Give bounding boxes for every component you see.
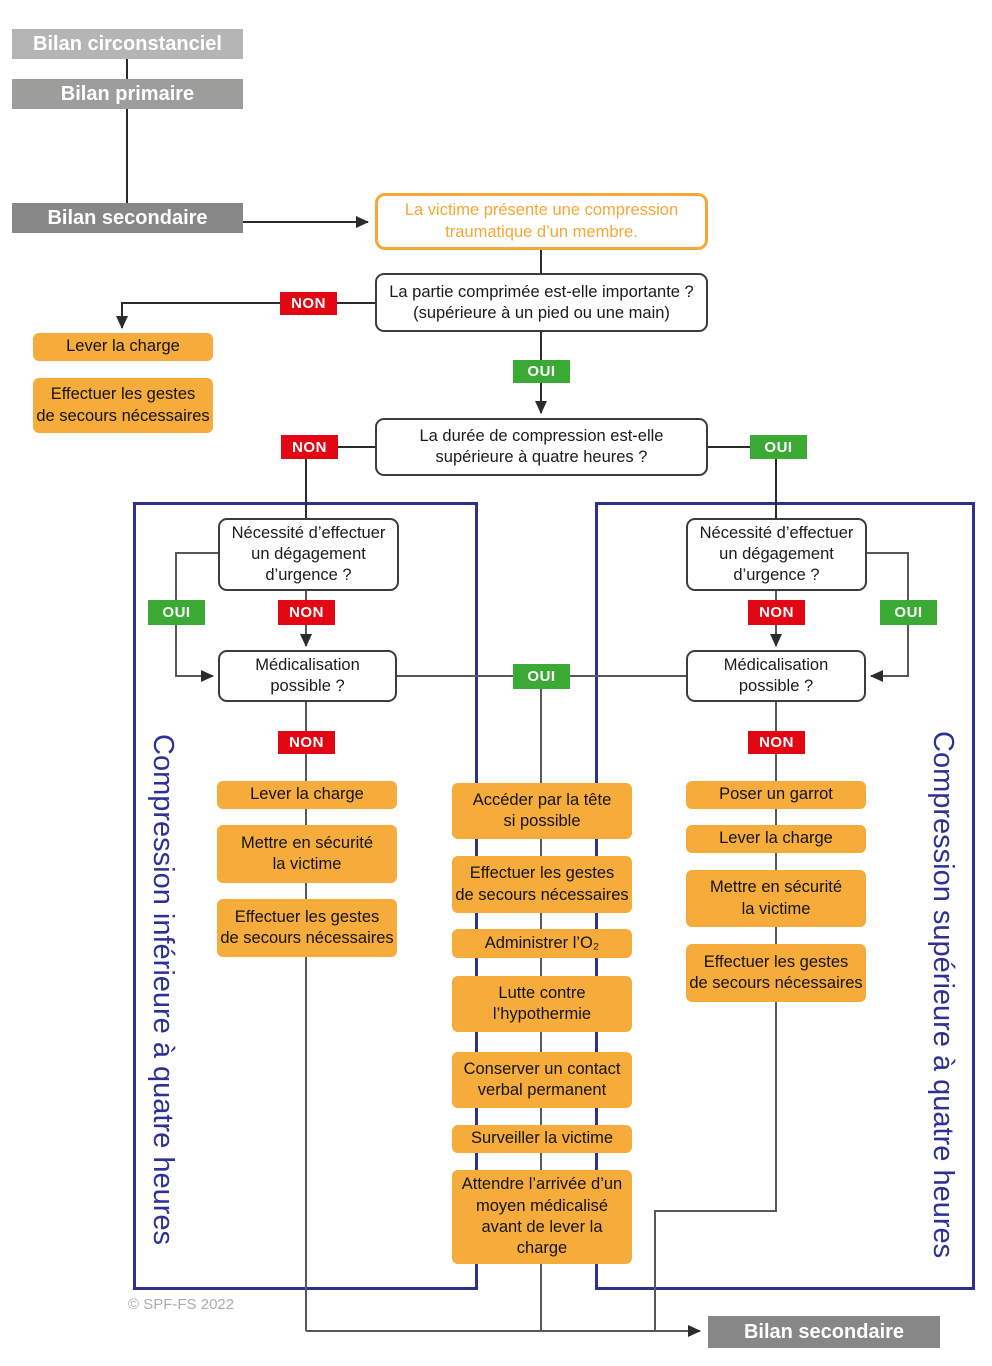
action-contact-verbal: Conserver un contact verbal permanent — [452, 1052, 632, 1108]
action-lever-la-charge-top: Lever la charge — [33, 333, 213, 361]
text-line: de secours nécessaires — [220, 929, 394, 947]
action-poser-un-garrot: Poser un garrot — [686, 781, 866, 809]
text-line: Médicalisation — [723, 656, 829, 675]
label-non-medicalisation-left: NON — [278, 731, 335, 754]
action-surveiller-victime: Surveiller la victime — [452, 1125, 632, 1153]
node-label: Bilan primaire — [60, 82, 195, 105]
node-bilan-circonstanciel: Bilan circonstanciel — [12, 29, 243, 59]
text-line: la victime — [741, 899, 811, 918]
text-line: d’urgence ? — [733, 565, 820, 584]
text-line: Effectuer les gestes — [234, 907, 380, 926]
label-non-q2: NON — [281, 435, 338, 459]
action-gestes-secours-top: Effectuer les gestes de secours nécessai… — [33, 378, 213, 433]
action-acceder-par-la-tete: Accéder par la tête si possible — [452, 783, 632, 839]
label-oui-degagement-right: OUI — [880, 600, 937, 625]
copyright: © SPF-FS 2022 — [128, 1296, 235, 1313]
text-line: si possible — [503, 812, 581, 830]
question-degagement-right: Nécessité d’effectuer un dégagement d’ur… — [686, 518, 867, 591]
text-line: de secours nécessaires — [455, 885, 629, 904]
text-line: Administrer l’O₂ — [484, 933, 600, 952]
question-duree-compression: La durée de compression est-elle supérie… — [375, 418, 708, 476]
text-line: Nécessité d’effectuer — [699, 524, 854, 543]
text-line: (supérieure à un pied ou une main) — [413, 303, 670, 322]
node-intro-compression: La victime présente une compression trau… — [375, 193, 708, 250]
question-degagement-left: Nécessité d’effectuer un dégagement d’ur… — [218, 518, 399, 591]
text-line: La victime présente une compression — [404, 201, 679, 220]
text-line: Lever la charge — [66, 337, 180, 356]
text-line: Lever la charge — [719, 829, 833, 848]
node-bilan-secondaire-bottom: Bilan secondaire — [708, 1316, 940, 1348]
text-line: d’urgence ? — [265, 565, 352, 584]
text-line: de secours nécessaires — [689, 974, 863, 992]
action-lever-la-charge-left: Lever la charge — [217, 781, 397, 809]
text-line: traumatique d’un membre. — [445, 222, 638, 241]
text-line: la victime — [272, 855, 342, 873]
text-line: moyen médicalisé — [475, 1196, 609, 1215]
label-oui-q2: OUI — [750, 435, 807, 459]
text-line: Effectuer les gestes — [469, 864, 615, 883]
question-medicalisation-right: Médicalisation possible ? — [686, 650, 866, 702]
label-non-q1: NON — [280, 292, 337, 315]
action-gestes-secours-right: Effectuer les gestes de secours nécessai… — [686, 944, 866, 1002]
label-oui-degagement-left: OUI — [148, 600, 205, 625]
action-lutte-hypothermie: Lutte contre l’hypothermie — [452, 976, 632, 1032]
action-mettre-en-securite-right: Mettre en sécurité la victime — [686, 870, 866, 927]
text-line: Effectuer les gestes — [703, 952, 849, 971]
text-line: Effectuer les gestes — [50, 385, 196, 404]
text-line: possible ? — [270, 677, 345, 695]
text-line: possible ? — [738, 677, 814, 695]
label-oui-q1: OUI — [513, 360, 570, 383]
node-label: Bilan secondaire — [743, 1320, 905, 1343]
node-bilan-primaire: Bilan primaire — [12, 79, 243, 109]
text-line: Accéder par la tête — [472, 790, 612, 809]
text-line: Lever la charge — [250, 785, 364, 804]
text-line: supérieure à quatre heures ? — [435, 448, 648, 466]
action-lever-la-charge-right: Lever la charge — [686, 825, 866, 853]
text-line: Lutte contre — [498, 983, 586, 1002]
question-medicalisation-left: Médicalisation possible ? — [218, 650, 397, 702]
text-line: verbal permanent — [477, 1081, 607, 1099]
node-bilan-secondaire-top: Bilan secondaire — [12, 203, 243, 233]
action-gestes-secours-left: Effectuer les gestes de secours nécessai… — [217, 899, 397, 957]
question-partie-comprimee: La partie comprimée est-elle importante … — [375, 273, 708, 332]
text-line: Attendre l’arrivée d’un — [461, 1175, 623, 1194]
label-non-medicalisation-right: NON — [748, 731, 805, 754]
text-line: Surveiller la victime — [470, 1129, 614, 1148]
text-line: Médicalisation — [255, 656, 360, 675]
action-attendre-moyen-medicalise: Attendre l’arrivée d’un moyen médicalisé… — [452, 1170, 632, 1264]
text-line: un dégagement — [719, 545, 834, 564]
label-oui-medicalisation-center: OUI — [513, 664, 570, 689]
text-line: La partie comprimée est-elle importante … — [389, 282, 694, 301]
text-line: de secours nécessaires — [36, 406, 210, 425]
action-mettre-en-securite-left: Mettre en sécurité la victime — [217, 825, 397, 883]
node-label: Bilan circonstanciel — [33, 32, 222, 55]
text-line: l’hypothermie — [492, 1005, 592, 1023]
text-line: Mettre en sécurité — [709, 878, 843, 897]
text-line: Nécessité d’effectuer — [231, 524, 386, 543]
text-line: un dégagement — [251, 545, 366, 564]
label-non-degagement-right: NON — [748, 600, 805, 625]
text-line: La durée de compression est-elle — [419, 427, 664, 446]
text-line: Conserver un contact — [463, 1059, 621, 1078]
text-line: charge — [516, 1239, 568, 1258]
text-line: avant de lever la — [481, 1218, 603, 1236]
action-gestes-secours-center: Effectuer les gestes de secours nécessai… — [452, 856, 632, 913]
text-line: Mettre en sécurité — [240, 833, 374, 852]
action-administrer-o2: Administrer l’O₂ — [452, 929, 632, 958]
label-non-degagement-left: NON — [278, 600, 335, 625]
text-line: Poser un garrot — [719, 785, 833, 804]
node-label: Bilan secondaire — [47, 206, 208, 229]
